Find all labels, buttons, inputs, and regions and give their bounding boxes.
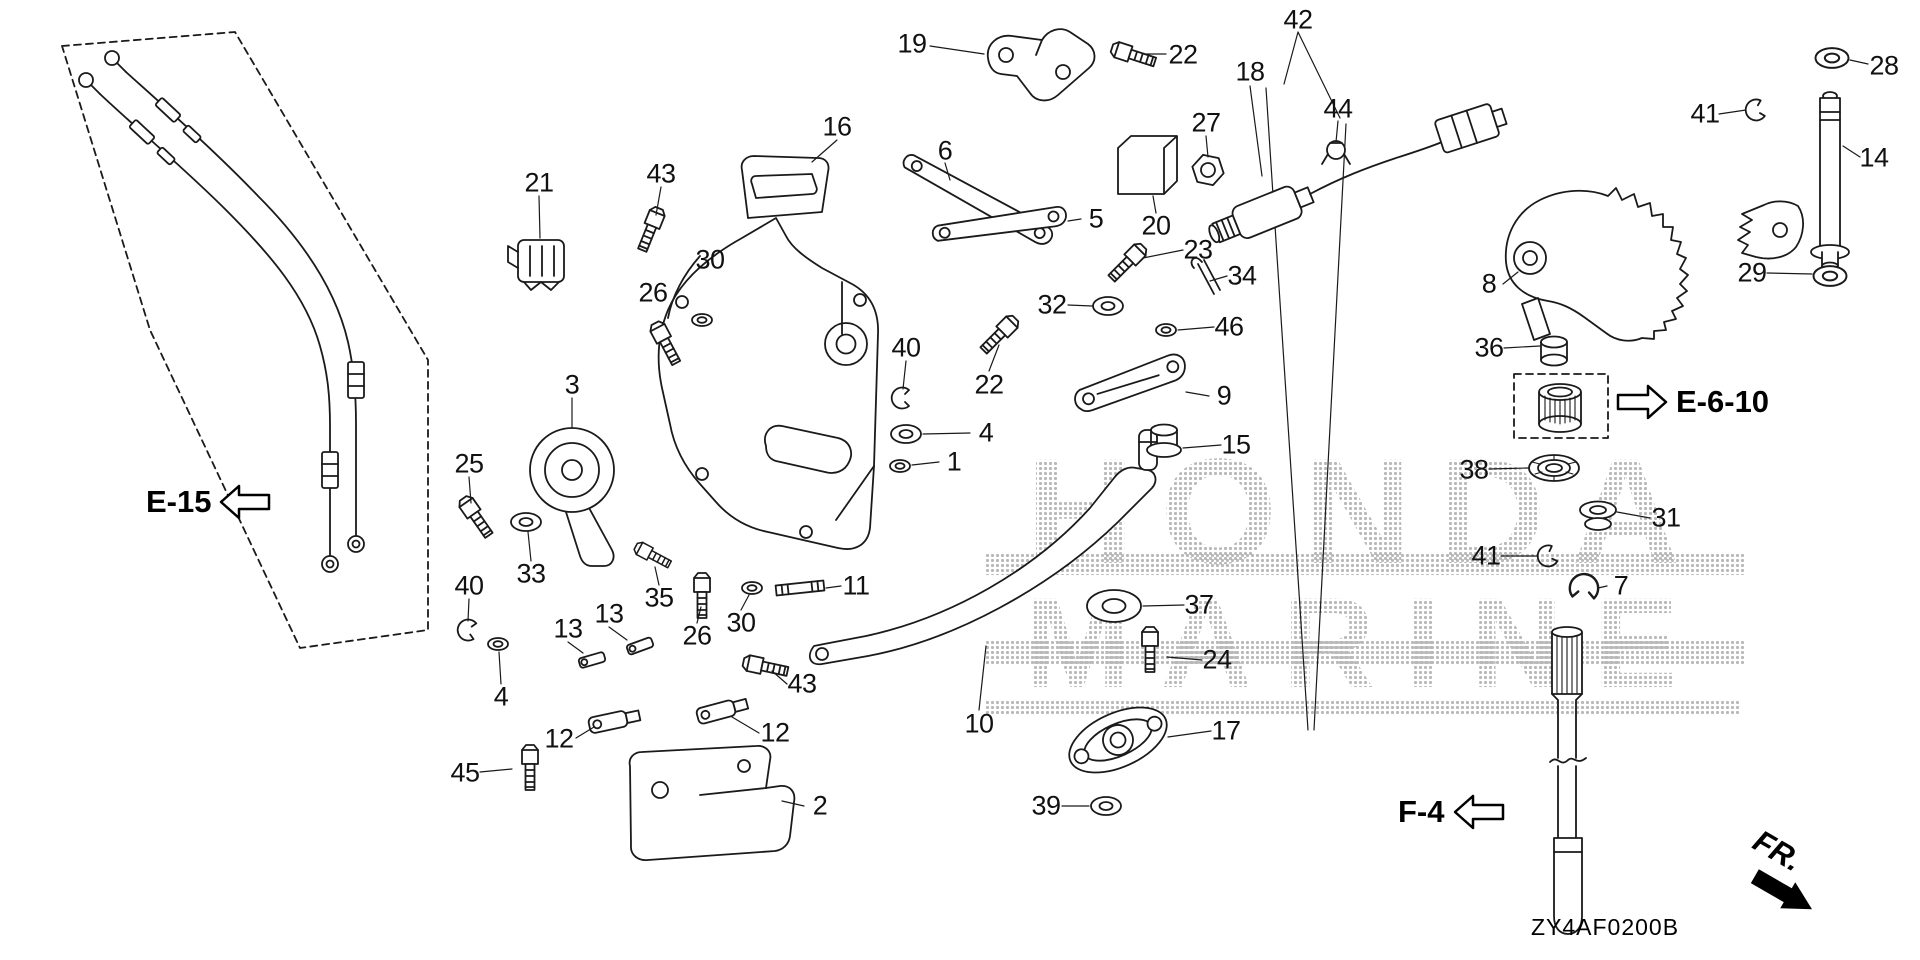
part-callout-9: 9 [1216,380,1232,411]
diagram-code: ZY4AF0200B [1530,914,1680,940]
part-callout-35: 35 [644,582,674,613]
part-callout-4: 4 [978,417,994,448]
vertical-shaft-f4 [1549,626,1587,935]
part-callout-26: 26 [638,277,668,308]
part-callout-13: 13 [553,613,583,644]
part-callout-41: 41 [1690,98,1720,129]
part-callout-1: 1 [946,446,962,477]
part-callout-42: 42 [1283,4,1313,35]
part-callout-18: 18 [1235,56,1265,87]
part-callout-16: 16 [822,111,852,142]
fr-arrow-icon [1750,869,1813,910]
link-plates [902,154,1186,458]
part-callout-14: 14 [1859,142,1889,173]
shaft-part14 [1737,47,1850,287]
part-callout-12: 12 [760,717,790,748]
part-callout-32: 32 [1037,289,1067,320]
halftone-band [985,700,1740,716]
part-callout-22: 22 [1168,39,1198,70]
part-callout-40: 40 [454,570,484,601]
part-callout-12: 12 [544,723,574,754]
part-callout-33: 33 [516,558,546,589]
part-callout-3: 3 [564,369,580,400]
part-callout-26: 26 [682,620,712,651]
part-callout-45: 45 [450,757,480,788]
part-callout-5: 5 [1088,203,1104,234]
part-callout-39: 39 [1031,790,1061,821]
part-callout-41: 41 [1471,540,1501,571]
part-callout-22: 22 [974,369,1004,400]
ref-f4: F-4 [1398,794,1505,830]
part-callout-21: 21 [524,167,554,198]
part-callout-4: 4 [493,681,509,712]
part-callout-15: 15 [1221,429,1251,460]
ref-e15-label: E-15 [146,484,212,519]
part-callout-30: 30 [695,244,725,275]
cable-assembly-group [61,31,429,649]
part-callout-46: 46 [1214,311,1244,342]
part-callout-43: 43 [787,668,817,699]
strap-and-clips [507,28,1178,291]
flange-part17 [1068,706,1168,816]
ref-e6-10: E-6-10 [1616,384,1769,420]
fr-indicator: FR. [1731,823,1839,925]
neutral-switch-part18 [1191,87,1508,731]
part-callout-10: 10 [964,708,994,739]
part-callout-43: 43 [646,158,676,189]
sector-gear-part8 [1504,187,1689,600]
main-bracket-part16 [657,155,879,550]
part-callout-38: 38 [1459,454,1489,485]
stay-bracket-part2 [628,745,796,861]
part-callout-37: 37 [1184,589,1214,620]
part-callout-17: 17 [1211,715,1241,746]
ref-f4-label: F-4 [1398,794,1445,829]
leader-lines [467,31,1869,807]
ref-e6-10-label: E-6-10 [1676,384,1770,419]
part-callout-20: 20 [1141,210,1171,241]
part-callout-31: 31 [1651,502,1681,533]
cam-part3 [529,427,615,567]
part-callout-6: 6 [937,135,953,166]
part-callout-34: 34 [1227,260,1257,291]
block-arrow-left-icon [1453,794,1504,830]
part-callout-36: 36 [1474,332,1504,363]
ref-e15: E-15 [146,484,271,520]
part-callout-28: 28 [1869,50,1899,81]
part-callout-25: 25 [454,448,484,479]
part-callout-30: 30 [726,607,756,638]
part-callout-27: 27 [1191,107,1221,138]
part-callout-23: 23 [1183,234,1213,265]
block-arrow-left-icon [220,484,271,520]
lever-arm-part10 [808,429,1158,666]
part-callout-19: 19 [897,28,927,59]
part-callout-2: 2 [812,790,828,821]
halftone-band [985,553,1745,575]
part-callout-44: 44 [1323,93,1353,124]
part-callout-11: 11 [842,570,870,601]
part-callout-24: 24 [1202,644,1232,675]
part-callout-7: 7 [1613,570,1629,601]
part-callout-40: 40 [891,332,921,363]
block-arrow-right-icon [1616,384,1668,420]
part-callout-13: 13 [594,598,624,629]
part-callout-29: 29 [1737,257,1767,288]
hardware-small-parts [455,39,1221,791]
part-callout-8: 8 [1481,268,1497,299]
halftone-band [985,640,1745,664]
